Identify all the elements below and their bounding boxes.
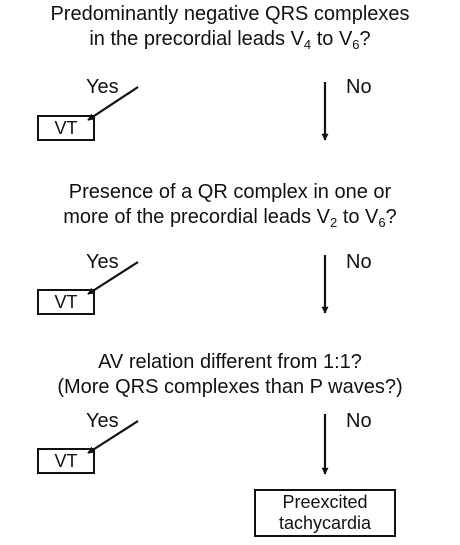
question-3: AV relation different from 1:1? (More QR… [0, 350, 460, 400]
question-3-line-1: AV relation different from 1:1? [98, 351, 362, 373]
vt-box-1: VT [37, 115, 95, 141]
final-line-1: Preexcited [282, 492, 368, 512]
question-2-line-1: Presence of a QR complex in one or [68, 181, 392, 203]
yes-arrow-2 [87, 261, 139, 295]
yes-label-1: Yes [86, 76, 119, 98]
question-3-line-2: (More QRS complexes than P waves?) [57, 376, 403, 398]
question-2-line-2: more of the precordial leads V2 to V6? [63, 206, 397, 230]
question-1-line-1: Predominantly negative QRS complexes [50, 3, 410, 25]
preexcited-tachycardia-box: Preexcited tachycardia [254, 489, 396, 537]
final-line-2: tachycardia [278, 513, 372, 533]
no-label-2: No [346, 251, 372, 273]
vt-box-3: VT [37, 448, 95, 474]
vt-box-2: VT [37, 289, 95, 315]
no-label-1: No [346, 76, 372, 98]
question-2: Presence of a QR complex in one or more … [0, 180, 460, 230]
question-1-line-2: in the precordial leads V4 to V6? [89, 28, 371, 52]
yes-arrow-3 [87, 420, 139, 454]
yes-label-3: Yes [86, 410, 119, 432]
yes-label-2: Yes [86, 251, 119, 273]
question-1: Predominantly negative QRS complexes in … [0, 2, 460, 52]
no-label-3: No [346, 410, 372, 432]
yes-arrow-1 [87, 86, 139, 121]
